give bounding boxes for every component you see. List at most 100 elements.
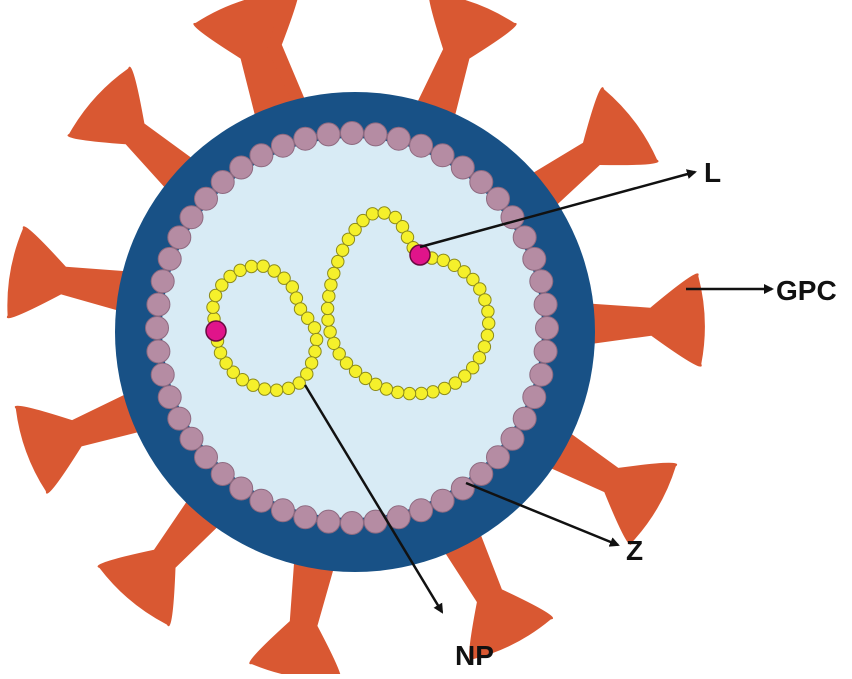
np-bead xyxy=(304,356,319,370)
np-bead xyxy=(269,383,284,397)
z-bead xyxy=(194,186,218,211)
z-bead xyxy=(150,269,175,294)
np-bead xyxy=(324,278,338,292)
np-bead xyxy=(482,316,496,330)
z-bead xyxy=(179,426,204,451)
z-bead xyxy=(340,511,364,535)
np-bead xyxy=(213,346,228,360)
label-z: Z xyxy=(626,535,643,566)
z-bead xyxy=(167,406,192,431)
np-bead xyxy=(208,288,223,303)
np-bead xyxy=(348,222,362,237)
gpc-spike xyxy=(14,385,158,494)
z-bead xyxy=(533,292,558,317)
z-bead xyxy=(270,133,295,158)
np-bead xyxy=(331,254,345,269)
gpc-spike xyxy=(193,0,302,135)
z-bead xyxy=(157,246,182,271)
z-bead xyxy=(386,505,411,530)
np-bead xyxy=(233,263,247,277)
np-bead xyxy=(244,259,259,274)
np-bead xyxy=(267,264,281,278)
np-bead xyxy=(391,385,405,399)
np-bead xyxy=(301,311,315,325)
np-bead xyxy=(339,356,354,370)
z-bead xyxy=(150,362,175,387)
l-polymerase-large-segment xyxy=(409,244,431,266)
np-bead xyxy=(481,304,495,319)
np-bead xyxy=(332,347,346,361)
np-bead xyxy=(309,332,324,347)
gpc-spike xyxy=(408,0,517,135)
np-bead xyxy=(458,369,472,383)
gpc-spike xyxy=(249,542,342,679)
np-bead xyxy=(356,213,370,228)
z-bead xyxy=(210,170,235,194)
z-bead xyxy=(194,445,218,470)
np-bead xyxy=(402,386,417,401)
z-bead xyxy=(270,498,295,523)
z-bead xyxy=(409,498,434,523)
gpc-spike xyxy=(97,484,232,627)
z-bead xyxy=(363,122,388,147)
np-bead xyxy=(472,351,487,365)
np-bead xyxy=(448,376,462,390)
np-bead xyxy=(341,232,356,247)
np-bead xyxy=(300,367,314,381)
z-bead xyxy=(293,505,318,530)
label-l: L xyxy=(704,157,721,188)
np-bead xyxy=(466,272,480,287)
gpc-spike xyxy=(6,226,145,319)
z-bead xyxy=(179,205,204,230)
np-bead xyxy=(457,265,471,279)
z-bead xyxy=(522,385,547,410)
glycoprotein-spikes xyxy=(6,0,705,679)
np-bead xyxy=(348,364,363,378)
z-bead xyxy=(249,143,274,168)
z-bead xyxy=(500,426,525,451)
gpc-spike xyxy=(572,273,705,367)
l-polymerase-small-segment xyxy=(205,320,227,342)
z-bead xyxy=(469,462,494,486)
z-bead xyxy=(529,362,554,387)
z-bead xyxy=(486,445,510,470)
z-bead xyxy=(450,155,475,180)
np-bead xyxy=(320,301,335,316)
np-bead xyxy=(215,278,229,292)
np-bead xyxy=(322,289,336,303)
z-bead xyxy=(210,462,235,486)
z-bead xyxy=(146,339,171,364)
z-bead xyxy=(316,509,341,534)
np-bead xyxy=(246,378,260,392)
np-bead xyxy=(293,302,308,316)
virion-interior xyxy=(162,138,542,518)
np-bead xyxy=(426,385,440,399)
arrow-np xyxy=(303,384,444,614)
np-bead xyxy=(473,282,487,296)
z-bead xyxy=(450,476,475,501)
np-bead xyxy=(257,382,272,396)
z-bead xyxy=(229,476,254,501)
np-bead xyxy=(323,325,337,339)
np-bead xyxy=(277,271,291,285)
arrow-z xyxy=(465,481,620,547)
z-bead xyxy=(386,126,411,151)
np-bead xyxy=(285,280,299,294)
annotation-arrows xyxy=(303,169,774,614)
gpc-spike xyxy=(532,421,678,545)
np-bead xyxy=(292,376,306,390)
z-bead xyxy=(533,339,558,364)
z-bead xyxy=(293,126,318,151)
np-bead xyxy=(369,377,383,391)
z-bead xyxy=(512,225,537,250)
z-bead xyxy=(316,122,341,147)
np-bead xyxy=(219,356,233,370)
np-bead xyxy=(226,365,241,379)
z-bead xyxy=(469,170,494,194)
z-bead xyxy=(145,316,169,340)
np-bead xyxy=(358,371,373,386)
np-segment-large xyxy=(320,206,496,401)
np-bead xyxy=(307,321,322,335)
gpc-spike xyxy=(434,516,554,661)
